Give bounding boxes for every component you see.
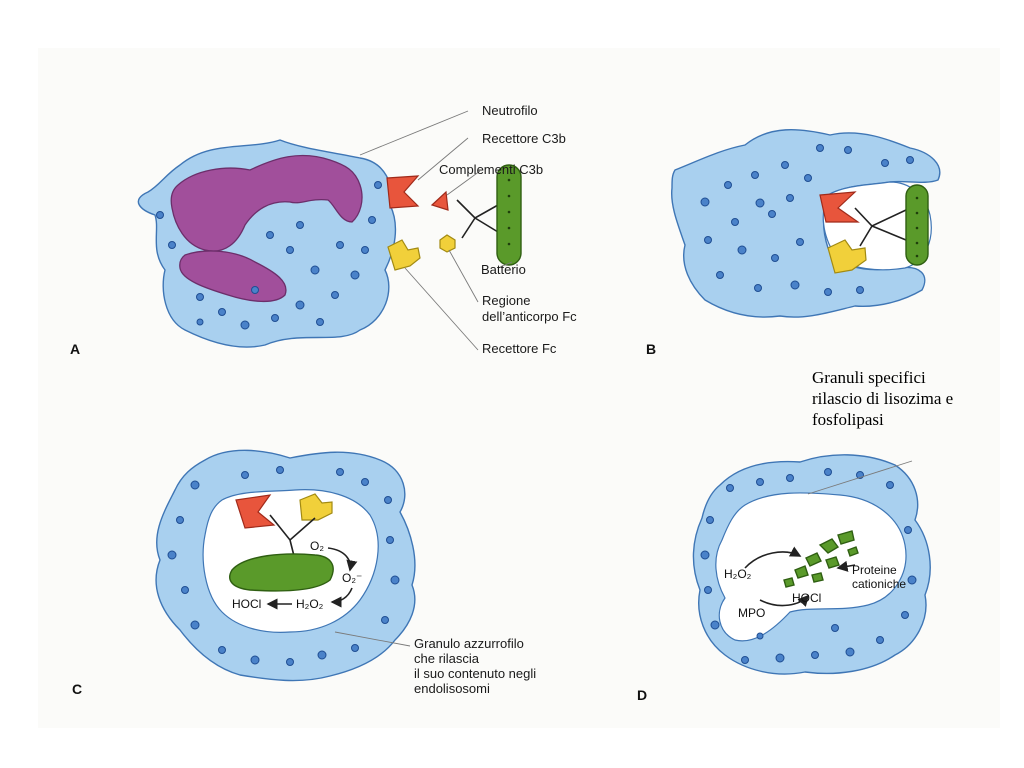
nucleus-upper — [170, 154, 363, 252]
fc-region-a — [439, 234, 456, 253]
granuli-specifici-note: Granuli specifici rilascio di lisozima e… — [812, 367, 1012, 430]
nucleus-lower — [179, 250, 287, 303]
note-line-2: rilascio di lisozima e — [812, 389, 954, 408]
bacterium-a — [496, 164, 522, 266]
label-c-o2: O₂ — [310, 539, 324, 553]
arrow-o2minus-to-h2o2 — [330, 587, 353, 608]
panel-letter-d: D — [637, 687, 647, 703]
bacterial-fragments-d — [783, 530, 859, 588]
label-c-o2minus: O₂⁻ — [342, 571, 362, 585]
leader-line-c — [334, 631, 411, 647]
granules-a — [156, 181, 382, 330]
granules-d — [700, 468, 917, 664]
label-regione-line1: Regione — [482, 293, 530, 308]
fc-receptor-b — [827, 239, 867, 274]
label-proteine-line1: Proteine — [852, 563, 897, 577]
label-neutrofilo: Neutrofilo — [482, 103, 538, 118]
arrow-d-proteins — [836, 560, 856, 572]
label-c-h2o2: H₂O₂ — [296, 597, 324, 611]
granules-c — [167, 466, 400, 666]
c3b-receptor-c — [235, 494, 276, 529]
label-proteine-line2: cationiche — [852, 577, 906, 591]
panel-letter-b: B — [646, 341, 656, 357]
fc-receptor-a — [387, 239, 421, 271]
label-recettore-c3b: Recettore C3b — [482, 131, 566, 146]
label-granulo-line2: che rilascia — [414, 651, 480, 666]
label-d-hocl: HOCl — [792, 591, 821, 605]
label-recettore-fc: Recettore Fc — [482, 341, 557, 356]
label-granulo-line3: il suo contenuto negli — [414, 666, 536, 681]
label-c-hocl: HOCl — [232, 597, 261, 611]
c3b-complement-a — [430, 190, 449, 211]
arrow-d-cycle-top — [744, 546, 802, 569]
bacterium-dots-a — [507, 178, 511, 246]
panel-letter-a: A — [70, 341, 80, 357]
label-regione-line2: dell’anticorpo Fc — [482, 309, 577, 324]
fc-receptor-c — [299, 493, 333, 521]
label-granulo-line1: Granulo azzurrofilo — [414, 636, 524, 651]
bacterium-dots-b — [915, 196, 919, 258]
panel-a: Neutrofilo Recettore C3b Complementi C3b… — [70, 103, 577, 357]
label-d-h2o2: H₂O₂ — [724, 567, 752, 581]
bacterium-b — [905, 184, 929, 266]
note-line-3: fosfolipasi — [812, 410, 884, 429]
arrow-o2-to-o2minus — [327, 547, 358, 572]
bacterium-c — [229, 553, 334, 592]
panel-c: O₂ O₂⁻ H₂O₂ HOCl Granulo azzurrofilo che… — [72, 449, 536, 697]
label-complementi-c3b: Complementi C3b — [439, 162, 543, 177]
label-batterio: Batterio — [481, 262, 526, 277]
antibody-a — [456, 199, 499, 239]
endolysosome-d — [715, 492, 907, 642]
panel-letter-c: C — [72, 681, 82, 697]
panel-b: B — [646, 129, 941, 357]
c3b-receptor-a — [386, 175, 420, 209]
arrow-d-cycle-bottom — [759, 594, 810, 607]
label-granulo-line4: endolisosomi — [414, 681, 490, 696]
panel-d: H₂O₂ HOCl MPO Proteine cationiche D — [637, 454, 931, 703]
antibody-b — [854, 207, 907, 247]
leader-lines-a — [359, 110, 513, 351]
label-d-mpo: MPO — [738, 606, 765, 620]
c3b-receptor-b — [819, 191, 860, 223]
leader-line-d — [807, 460, 913, 495]
note-line-1: Granuli specifici — [812, 368, 926, 387]
granules-b — [700, 144, 914, 296]
